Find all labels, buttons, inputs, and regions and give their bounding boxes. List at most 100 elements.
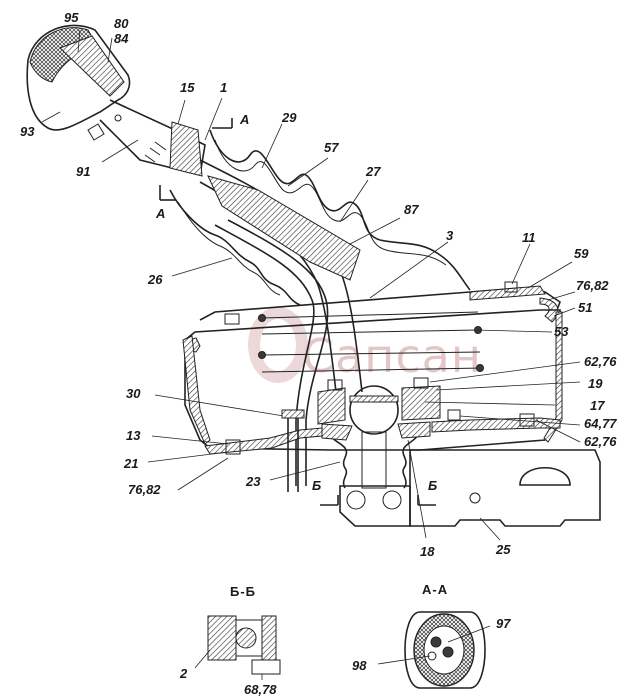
label-62-76-low: 62,76 xyxy=(584,434,617,449)
main-assembly xyxy=(26,24,601,541)
aa-leader-98 xyxy=(377,655,431,665)
label-76-82-right: 76,82 xyxy=(576,278,609,293)
label-51: 51 xyxy=(578,300,592,315)
label-21: 21 xyxy=(123,456,138,471)
knob-pin xyxy=(114,114,122,122)
aa-cylinder-body xyxy=(404,611,486,689)
ball-seat-hatch xyxy=(349,395,399,403)
label-13: 13 xyxy=(126,428,141,443)
label-2: 2 xyxy=(179,666,188,681)
label-53: 53 xyxy=(554,324,569,339)
label-26: 26 xyxy=(147,272,163,287)
bolt-ball-right xyxy=(413,377,429,389)
case-shaft-housing xyxy=(339,485,411,527)
label-27: 27 xyxy=(365,164,381,179)
leader-lines xyxy=(41,29,581,541)
knob-body xyxy=(26,24,131,131)
ball-housing-19 xyxy=(317,387,346,425)
housing-shell-hatch-left xyxy=(182,335,211,445)
shaft-18 xyxy=(361,431,387,489)
upper-boot-bellows-inner xyxy=(214,139,447,266)
section-bb: Б-Б xyxy=(194,584,281,680)
lever-collar-rings xyxy=(144,141,167,163)
ball-housing-right xyxy=(401,385,441,421)
bolt-ball-left xyxy=(327,379,343,391)
bb-left-block xyxy=(207,615,237,661)
label-80: 80 xyxy=(114,16,129,31)
label-29: 29 xyxy=(281,110,297,125)
label-19: 19 xyxy=(588,376,603,391)
label-a-top: А xyxy=(239,112,249,127)
lever-rod-secondary xyxy=(214,224,315,486)
right-seal-51 xyxy=(539,297,559,323)
upper-boot-bellows xyxy=(209,129,471,291)
section-mark-a-top xyxy=(212,118,233,129)
rod-30 xyxy=(287,416,299,492)
bolt-11 xyxy=(504,281,518,293)
case-hole xyxy=(469,492,481,504)
label-30: 30 xyxy=(126,386,141,401)
bolt-64-77 xyxy=(447,409,461,421)
label-97: 97 xyxy=(496,616,511,631)
top-cover-seal-59 xyxy=(469,285,546,301)
lever-collar-15 xyxy=(169,121,203,177)
label-57: 57 xyxy=(324,140,339,155)
label-87: 87 xyxy=(404,202,419,217)
transmission-case-25 xyxy=(409,449,601,527)
section-aa-title: А-А xyxy=(422,582,448,597)
aa-leader-97 xyxy=(447,625,491,643)
label-b-left: Б xyxy=(312,478,321,493)
knob-trigger xyxy=(87,123,105,141)
lower-boot-hatch-right xyxy=(397,421,431,439)
bolt-right-flange xyxy=(519,413,535,427)
label-18: 18 xyxy=(420,544,435,559)
lever-rod-secondary-2 xyxy=(227,219,329,486)
lower-boot-bellows-inner xyxy=(177,201,281,296)
label-15: 15 xyxy=(180,80,195,95)
label-93: 93 xyxy=(20,124,35,139)
bolt-left-top xyxy=(224,313,240,325)
label-62-76-mid: 62,76 xyxy=(584,354,617,369)
label-17: 17 xyxy=(590,398,605,413)
label-98: 98 xyxy=(352,658,367,673)
rod-30-cap xyxy=(281,409,305,419)
part-labels: 95 80 84 93 91 15 1 А А 29 57 27 87 3 11… xyxy=(20,10,617,697)
label-76-82-left: 76,82 xyxy=(128,482,161,497)
base-flange-left xyxy=(204,427,323,455)
section-mark-b-left xyxy=(320,495,339,506)
label-84: 84 xyxy=(114,31,129,46)
label-1: 1 xyxy=(220,80,227,95)
shaft-eye-left xyxy=(346,490,366,510)
bb-pin xyxy=(235,627,257,649)
label-b-right: Б xyxy=(428,478,437,493)
lever-sleeve-27 xyxy=(207,175,361,281)
aa-pin-center xyxy=(442,646,454,658)
housing-outline xyxy=(184,309,561,451)
bb-right-block xyxy=(261,615,277,661)
section-bb-title: Б-Б xyxy=(230,584,256,599)
label-95: 95 xyxy=(64,10,79,25)
bolt-21 xyxy=(225,439,241,455)
case-knob xyxy=(519,466,571,486)
bb-leader-2 xyxy=(194,649,211,669)
section-aa: А-А xyxy=(377,582,491,689)
label-11: 11 xyxy=(522,230,536,245)
lower-boot-bellows xyxy=(169,189,301,306)
bb-bolt-head xyxy=(251,659,281,675)
housing-shell-hatch-right xyxy=(543,311,563,443)
springs-53 xyxy=(258,311,484,373)
shaft-eye-right xyxy=(382,490,402,510)
label-a-bottom: А xyxy=(155,206,165,221)
label-64-77: 64,77 xyxy=(584,416,617,431)
section-mark-a-bottom xyxy=(159,185,176,201)
section-mark-b-right xyxy=(417,495,436,506)
label-59: 59 xyxy=(574,246,589,261)
aa-pin-97 xyxy=(430,636,442,648)
label-68-78: 68,78 xyxy=(244,682,277,697)
ball-joint-17 xyxy=(349,385,399,435)
label-3: 3 xyxy=(446,228,454,243)
lower-boot-hatch xyxy=(321,423,353,441)
knob-insert xyxy=(59,35,125,97)
label-23: 23 xyxy=(245,474,261,489)
